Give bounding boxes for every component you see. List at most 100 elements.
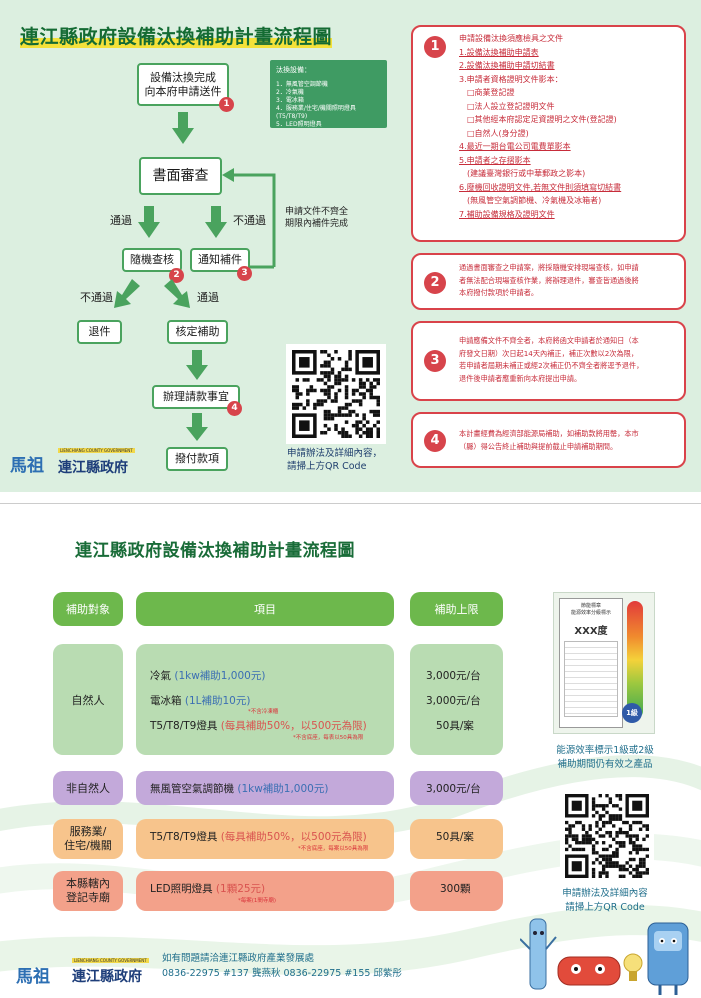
target-line: 本縣轄內 (66, 877, 110, 890)
mascot-illustration (520, 918, 689, 995)
requirement-item: 4.最近一期台電公司電費單影本 (459, 142, 571, 151)
item-accent: (1顆25元) (215, 883, 266, 895)
reject-box: 退件 (77, 320, 122, 344)
note-3-box: 3 申請應備文件不齊全者，本府將函文申請者於通知日（本 府發文日期）次日起14天… (411, 321, 686, 401)
equipment-item: 3．電冰箱 (276, 97, 304, 104)
requirements-heading: 申請設備汰換須應檢具之文件 (459, 34, 563, 43)
item-main: T5/T8/T9燈具 (150, 720, 221, 732)
equipment-item: 1．無風管空調節機 (276, 81, 328, 88)
random-check-text: 隨機查核 (130, 253, 174, 266)
equipment-item: 4．服務業/住宅/機關照明燈具(T5/T8/T9) (276, 105, 356, 120)
qr-code[interactable] (286, 344, 386, 444)
review-text: 書面審查 (152, 168, 209, 184)
note-text: *每案(1間寺廟) (238, 898, 277, 904)
step-badge-1: 1 (219, 97, 234, 112)
requirement-item: 7.補助設備規格及證明文件 (459, 209, 555, 219)
limit-value: 3,000元/台 (426, 670, 481, 682)
row-limits-service (410, 819, 503, 859)
arrow-down-icon (138, 206, 160, 238)
requirement-item: □商業登記證 (467, 88, 515, 97)
item-main: LED照明燈具 (150, 883, 216, 895)
county-logo-2: 馬祖 LIENCHIANG COUNTY GOVERNMENT 連江縣政府 (16, 956, 176, 992)
page-title: 連江縣政府設備汰換補助計畫流程圖 (20, 22, 333, 49)
note-line: 府發文日期）次日起14天內補正，補正次數以2次為限， (459, 348, 639, 358)
item-accent: (1L補助10元) (184, 695, 251, 707)
arrow-down-icon (186, 350, 208, 380)
qr-code-2[interactable] (560, 789, 654, 883)
energy-label: 節能標章 能源效率分級標示 XXX度 (559, 598, 623, 728)
row-target-nonnatural: 非自然人 (53, 771, 123, 805)
requirement-item: 5.申請者之存摺影本 (459, 155, 531, 165)
requirement-item: 2.設備汰換補助申請切結書 (459, 61, 555, 70)
requirement-item: (建議臺灣銀行或中華郵政之影本) (467, 169, 586, 178)
energy-label-title-1: 節能標章 (580, 603, 601, 609)
apply-box: 設備汰換完成 向本府申請送件 (137, 63, 229, 106)
requirement-item: (無風管空氣調節機、冷氣機及冰箱者) (467, 196, 602, 205)
step-badge-4: 4 (227, 401, 242, 416)
note-text: *不含底座，每表以50具為限 (293, 735, 364, 741)
apply-text-1: 設備汰換完成 (150, 71, 216, 84)
requirement-item: □自然人(身分證) (467, 128, 529, 138)
payment-text: 辦理請款事宜 (163, 390, 229, 403)
limit-value: 300顆 (440, 883, 471, 895)
item-accent: (1kw補助1,000元) (237, 783, 329, 795)
energy-caption-line-1: 能源效率標示1級或2級 (556, 745, 654, 756)
qr-caption-2: 申請辦法及詳細內容 請掃上方QR Code (545, 887, 665, 915)
not-pass-label-2: 不通過 (80, 291, 113, 304)
note-line: 者無法配合現場查核作業，將辦理退件，審查皆通過後將 (459, 275, 639, 285)
equipment-title: 汰換設備： (276, 66, 311, 74)
item-accent: (1kw補助1,000元) (174, 670, 266, 682)
requirement-item: □法人設立登記證明文件 (467, 101, 555, 111)
random-check-box: 隨機查核 (122, 248, 182, 272)
note-3-number: 3 (424, 350, 446, 372)
county-logo: 馬祖 LIENCHIANG COUNTY GOVERNMENT 連江縣政府 (10, 444, 170, 480)
pass-label-2: 通過 (197, 291, 219, 304)
limit-value: 3,000元/台 (426, 783, 481, 795)
resubmit-line-1: 申請文件不齊全 (285, 207, 349, 217)
target-line: 服務業/ (69, 825, 107, 838)
qr-caption-line-2: 請掃上方QR Code (287, 461, 367, 472)
paid-text: 撥付款項 (175, 452, 219, 465)
item-lamp-service: T5/T8/T9燈具 (每具補助50%，以500元為限) (150, 829, 367, 844)
qr-caption-line-1: 申請辦法及詳細內容， (287, 448, 383, 459)
review-box: 書面審查 (139, 157, 222, 195)
item-aircon: 冷氣 (1kw補助1,000元) (150, 668, 265, 683)
row-limits-temple (410, 871, 503, 911)
logo-name: 連江縣政府 (58, 460, 128, 476)
limit-value: 3,000元/台 (426, 695, 481, 707)
item-main: T5/T8/T9燈具 (150, 831, 221, 843)
target-line: 住宅/機關 (64, 839, 112, 852)
energy-grade-bar (627, 601, 643, 719)
qr-caption: 申請辦法及詳細內容， 請掃上方QR Code (287, 447, 382, 473)
note-line: 申請應備文件不齊全者，本府將函文申請者於通知日（本 (459, 336, 639, 345)
requirement-item: 3.申請者資格證明文件影本： (459, 74, 563, 84)
step-badge-3: 3 (237, 266, 252, 281)
approve-box: 核定補助 (167, 320, 228, 344)
arrow-down-icon (186, 413, 208, 441)
note-4-number: 4 (424, 430, 446, 452)
contact-line-2: 0836-22975 #137 龔燕秋 0836-22975 #155 邱紫彤 (162, 968, 402, 979)
item-lamp: T5/T8/T9燈具 (每具補助50%，以500元為限) (150, 718, 367, 733)
top-panel: 連江縣政府設備汰換補助計畫流程圖 設備汰換完成 向本府申請送件 1 書面審查 申… (0, 0, 701, 492)
note-line: 退件後申請者應重新向本府提出申請。 (459, 373, 582, 383)
logo-name: 連江縣政府 (72, 969, 142, 985)
row-items-nonnatural (136, 771, 394, 805)
note-line: 本計畫經費為經濟部能源局補助，如補助款將用罄，本市 (459, 429, 639, 438)
header-item: 項目 (136, 592, 394, 626)
bottom-panel: 連江縣政府設備汰換補助計畫流程圖 補助對象 項目 補助上限 自然人 冷氣 (1k… (0, 503, 701, 998)
arrow-down-left-icon (114, 279, 140, 308)
note-line: 本府撥付款項於申請者。 (459, 288, 539, 297)
apply-text-2: 向本府申請送件 (144, 85, 222, 98)
note-text: *不含底座，每案以50具為限 (298, 846, 369, 852)
item-main: 冷氣 (150, 670, 175, 682)
contact-line-1: 如有問題請洽連江縣政府產業發展處 (162, 953, 315, 964)
note-4-box: 4 本計畫經費為經濟部能源局補助，如補助款將用罄，本市 （縣）得公告終止補助與提… (411, 412, 686, 468)
resubmit-line-2: 期限內補件完成 (285, 219, 349, 229)
note-4-text: 本計畫經費為經濟部能源局補助，如補助款將用罄，本市 （縣）得公告終止補助與提前截… (459, 428, 678, 453)
row-items-natural (136, 644, 394, 755)
payment-box: 辦理請款事宜 (152, 385, 240, 409)
note-line: 通過書面審查之申請案，將採隨機安排現場查核，如申請 (459, 263, 639, 272)
note-line: （縣）得公告終止補助與提前截止申請補助期間。 (459, 441, 618, 451)
